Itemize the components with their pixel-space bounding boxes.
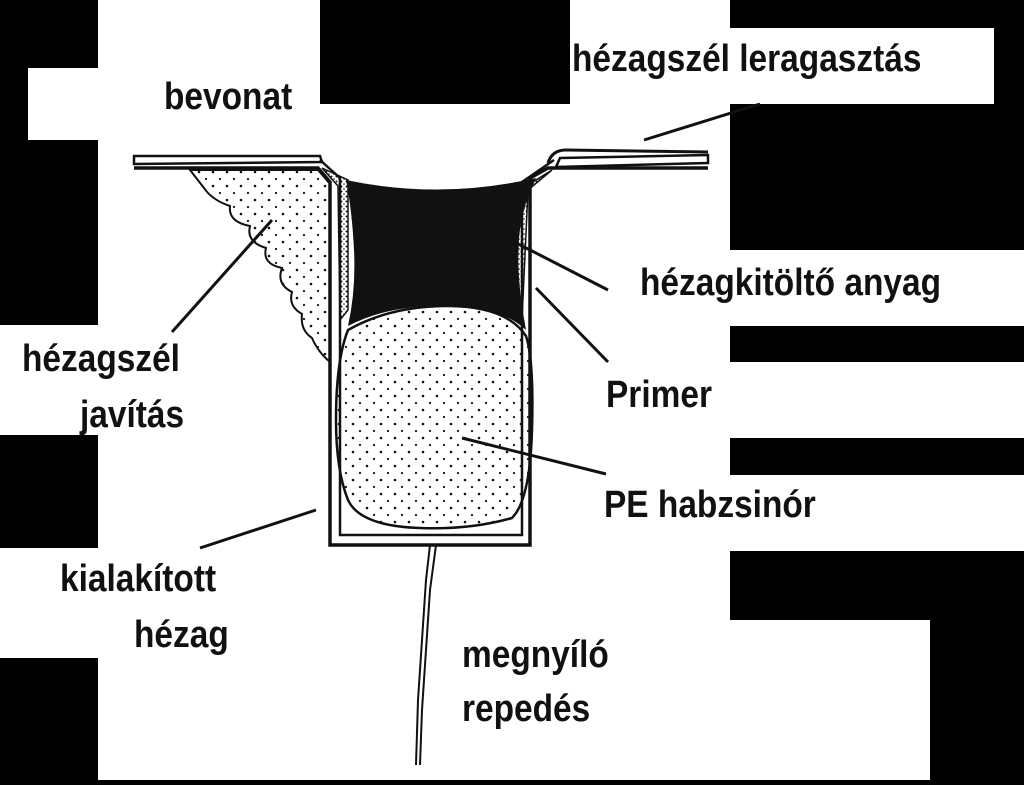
label-coating: bevonat	[164, 76, 293, 118]
label-edge-repair-line2: javítás	[80, 394, 185, 436]
label-crack-line2: repedés	[462, 688, 591, 730]
label-edge-tape: hézagszél leragasztás	[572, 38, 922, 80]
leader-lines	[170, 102, 761, 550]
label-formed-joint-line2: hézag	[134, 614, 229, 656]
coating-left	[132, 154, 324, 166]
coating-right	[554, 153, 710, 169]
label-primer: Primer	[606, 374, 712, 416]
label-edge-repair-line1: hézagszél	[22, 338, 180, 380]
backer-rod	[334, 304, 534, 530]
sealant	[346, 178, 536, 330]
primer-left	[321, 167, 349, 323]
crack	[415, 544, 437, 766]
label-sealant: hézagkitöltő anyag	[640, 262, 942, 304]
label-formed-joint-line1: kialakított	[60, 558, 217, 600]
edge-tape	[546, 148, 709, 164]
label-crack-line1: megnyíló	[462, 634, 609, 676]
edge-repair	[187, 169, 331, 365]
label-backer-rod: PE habzsinór	[604, 484, 816, 526]
